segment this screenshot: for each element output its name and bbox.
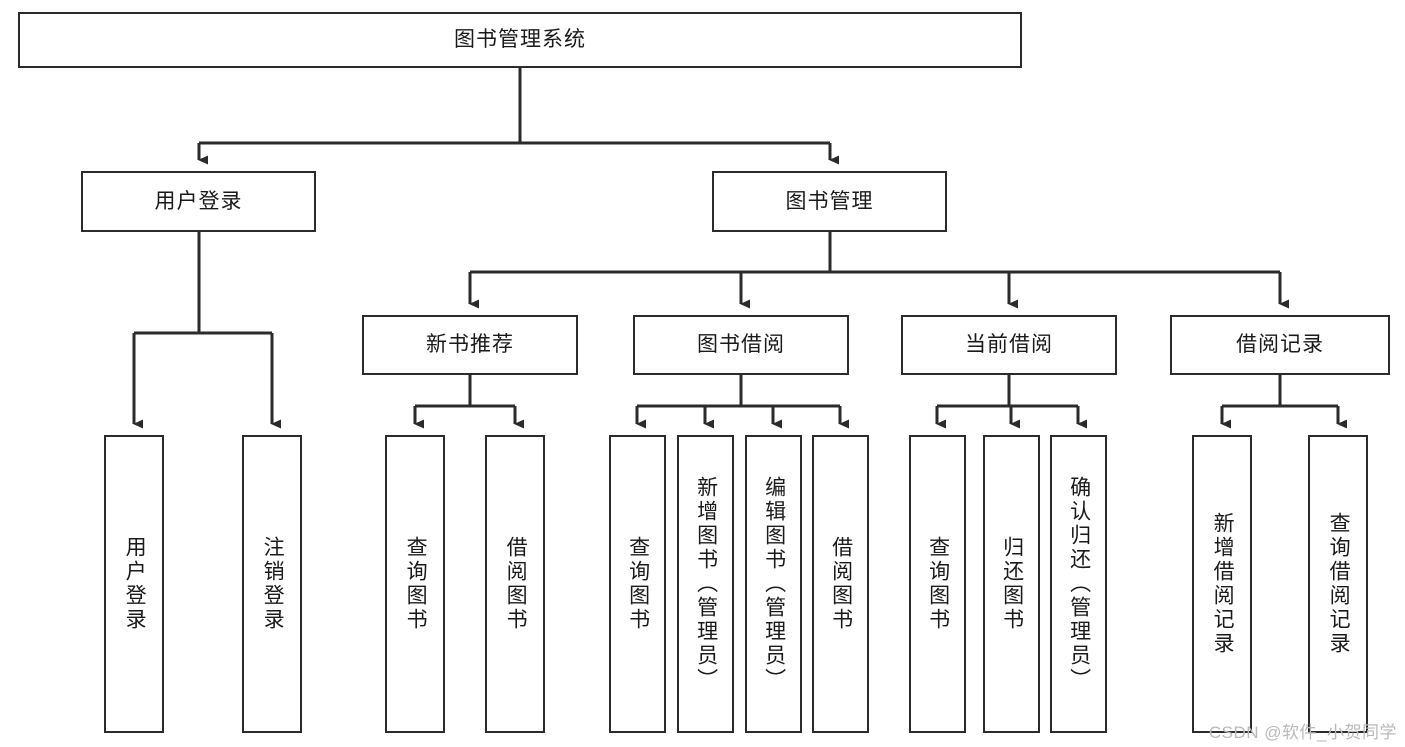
node-current-borrow-label: 当前借阅 bbox=[965, 333, 1053, 357]
node-leaf-query-book-recommend[interactable]: 查询图书 bbox=[385, 435, 445, 733]
node-leaf-query-borrow-record-label: 查询借阅记录 bbox=[1327, 512, 1351, 656]
node-book-borrow-label: 图书借阅 bbox=[697, 333, 785, 357]
node-leaf-add-borrow-record-label: 新增借阅记录 bbox=[1211, 512, 1235, 656]
node-leaf-user-logout[interactable]: 注销登录 bbox=[242, 435, 302, 733]
node-leaf-query-borrow-record[interactable]: 查询借阅记录 bbox=[1308, 435, 1368, 733]
node-leaf-add-book[interactable]: 新增图书（管理员） bbox=[677, 435, 734, 733]
node-leaf-edit-book[interactable]: 编辑图书（管理员） bbox=[745, 435, 802, 733]
node-leaf-user-logout-label: 注销登录 bbox=[261, 536, 285, 632]
node-book-manage[interactable]: 图书管理 bbox=[712, 171, 947, 232]
node-leaf-borrow-book-label: 借阅图书 bbox=[829, 536, 853, 632]
node-leaf-query-book-borrow[interactable]: 查询图书 bbox=[609, 435, 666, 733]
node-new-book-recommend-label: 新书推荐 bbox=[426, 333, 514, 357]
node-leaf-confirm-return[interactable]: 确认归还（管理员） bbox=[1050, 435, 1107, 733]
node-user-login[interactable]: 用户登录 bbox=[81, 171, 316, 232]
node-leaf-query-book-recommend-label: 查询图书 bbox=[404, 536, 428, 632]
node-root[interactable]: 图书管理系统 bbox=[18, 12, 1022, 68]
node-borrow-record-label: 借阅记录 bbox=[1236, 333, 1324, 357]
csdn-watermark: CSDN @软件_小贺同学 bbox=[1208, 723, 1397, 742]
node-leaf-borrow-book-recommend-label: 借阅图书 bbox=[504, 536, 528, 632]
node-new-book-recommend[interactable]: 新书推荐 bbox=[362, 315, 578, 375]
node-leaf-borrow-book[interactable]: 借阅图书 bbox=[812, 435, 869, 733]
node-book-borrow[interactable]: 图书借阅 bbox=[633, 315, 849, 375]
node-leaf-edit-book-label: 编辑图书（管理员） bbox=[762, 476, 786, 692]
node-current-borrow[interactable]: 当前借阅 bbox=[901, 315, 1117, 375]
node-root-label: 图书管理系统 bbox=[454, 28, 586, 52]
node-leaf-query-book-current[interactable]: 查询图书 bbox=[909, 435, 966, 733]
node-leaf-query-book-current-label: 查询图书 bbox=[926, 536, 950, 632]
node-leaf-user-login-label: 用户登录 bbox=[123, 536, 147, 632]
node-book-manage-label: 图书管理 bbox=[785, 189, 874, 213]
node-leaf-confirm-return-label: 确认归还（管理员） bbox=[1067, 476, 1091, 692]
node-leaf-query-book-borrow-label: 查询图书 bbox=[626, 536, 650, 632]
node-leaf-add-borrow-record[interactable]: 新增借阅记录 bbox=[1192, 435, 1252, 733]
node-leaf-borrow-book-recommend[interactable]: 借阅图书 bbox=[485, 435, 545, 733]
node-leaf-user-login[interactable]: 用户登录 bbox=[104, 435, 164, 733]
node-leaf-return-book-label: 归还图书 bbox=[1000, 536, 1024, 632]
node-user-login-label: 用户登录 bbox=[154, 189, 243, 213]
node-leaf-add-book-label: 新增图书（管理员） bbox=[694, 476, 718, 692]
node-leaf-return-book[interactable]: 归还图书 bbox=[983, 435, 1040, 733]
node-borrow-record[interactable]: 借阅记录 bbox=[1170, 315, 1390, 375]
